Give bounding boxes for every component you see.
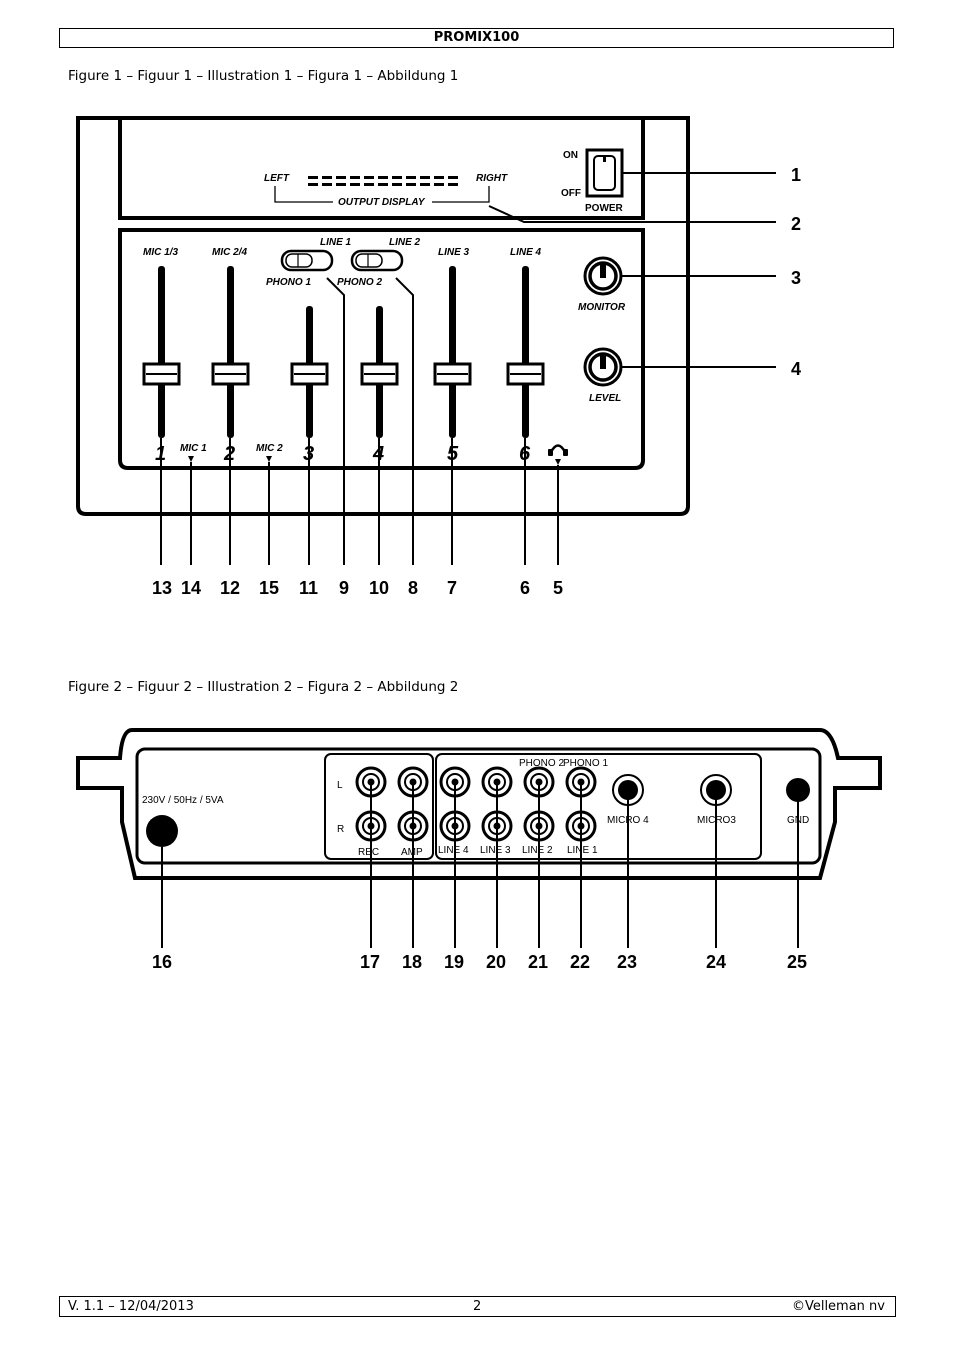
power-cord-inlet	[146, 815, 178, 847]
page-number: 2	[473, 1299, 482, 1314]
version-date: V. 1.1 – 12/04/2013	[68, 1299, 194, 1314]
callout-6: 6	[520, 578, 530, 598]
callout-20: 20	[486, 952, 506, 972]
fader-1	[142, 266, 181, 438]
callout-21: 21	[528, 952, 548, 972]
callout-24: 24	[706, 952, 726, 972]
callout-2: 2	[791, 214, 801, 234]
figure2-callout-lines	[161, 782, 799, 948]
figure1-callout-lines	[160, 277, 559, 565]
right-label: RIGHT	[476, 173, 508, 184]
mic2-label: MIC 2	[256, 443, 283, 454]
page-footer: V. 1.1 – 12/04/2013 2 ©Velleman nv	[59, 1296, 896, 1317]
rca-jacks	[355, 766, 597, 842]
mic1-jack-marker	[188, 456, 194, 462]
level-label: LEVEL	[589, 393, 621, 404]
mic13-label: MIC 1/3	[143, 247, 178, 258]
page-header: PROMIX100	[59, 28, 894, 48]
callout-15: 15	[259, 578, 279, 598]
callout-17: 17	[360, 952, 380, 972]
line1-label: LINE 1	[320, 237, 352, 248]
callout-4: 4	[791, 359, 801, 379]
line1-label: LINE 1	[567, 845, 598, 856]
callout-8: 8	[408, 578, 418, 598]
power-switch	[585, 148, 624, 198]
mic1-label: MIC 1	[180, 443, 207, 454]
output-display-leds	[308, 176, 458, 186]
callout-1: 1	[791, 165, 801, 185]
fader-3	[290, 306, 329, 438]
callout-23: 23	[617, 952, 637, 972]
power-label: POWER	[585, 203, 624, 214]
copyright: ©Velleman nv	[791, 1299, 885, 1314]
callout-16: 16	[152, 952, 172, 972]
phono1-label: PHONO 1	[266, 277, 311, 288]
callout-7: 7	[447, 578, 457, 598]
callout-13: 13	[152, 578, 172, 598]
document-title: PROMIX100	[433, 30, 520, 45]
callout-14: 14	[181, 578, 201, 598]
mic24-label: MIC 2/4	[212, 247, 247, 258]
callout-9: 9	[339, 578, 349, 598]
figure2-rear-panel-diagram: 230V / 50Hz / 5VA L R PHONO 2 PHONO 1 RE…	[76, 728, 882, 972]
power-rating-label: 230V / 50Hz / 5VA	[142, 795, 224, 806]
callout-22: 22	[570, 952, 590, 972]
line4-label: LINE 4	[510, 247, 542, 258]
r-channel-label: R	[337, 824, 344, 835]
line3-label: LINE 3	[438, 247, 470, 258]
callout-18: 18	[402, 952, 422, 972]
monitor-knob	[583, 256, 623, 296]
line2-phono2-selector	[350, 249, 404, 272]
output-display-label: OUTPUT DISPLAY	[338, 197, 426, 208]
figure2-caption: Figure 2 – Figuur 2 – Illustration 2 – F…	[68, 679, 459, 695]
phono2-label: PHONO 2	[337, 277, 382, 288]
line3-label: LINE 3	[480, 845, 511, 856]
line2-label: LINE 2	[389, 237, 421, 248]
rec-label: REC	[358, 847, 379, 858]
phono1-label: PHONO 1	[563, 758, 608, 769]
monitor-label: MONITOR	[578, 302, 626, 313]
callout-11: 11	[299, 578, 318, 598]
l-channel-label: L	[337, 780, 343, 791]
fader-5	[433, 266, 472, 438]
figure1-front-panel-diagram: ON OFF POWER LEFT RIGHT OUTPUT DISPLAY 1…	[76, 116, 801, 598]
figure1-caption: Figure 1 – Figuur 1 – Illustration 1 – F…	[68, 68, 459, 84]
mic2-jack-marker	[266, 456, 272, 462]
phono2-label: PHONO 2	[519, 758, 564, 769]
line4-label: LINE 4	[438, 845, 469, 856]
callout-3: 3	[791, 268, 801, 288]
line1-phono1-selector	[280, 249, 334, 272]
callout-25: 25	[787, 952, 807, 972]
line2-label: LINE 2	[522, 845, 553, 856]
callout-19: 19	[444, 952, 464, 972]
headphones-icon	[548, 444, 568, 465]
level-knob	[583, 347, 623, 387]
callout-5: 5	[553, 578, 563, 598]
callout-12: 12	[220, 578, 240, 598]
fader-2	[211, 266, 250, 438]
on-label: ON	[563, 150, 578, 161]
off-label: OFF	[561, 188, 581, 199]
callout-10: 10	[369, 578, 389, 598]
fader-6	[506, 266, 545, 438]
fader-4	[360, 306, 399, 438]
left-label: LEFT	[264, 173, 290, 184]
